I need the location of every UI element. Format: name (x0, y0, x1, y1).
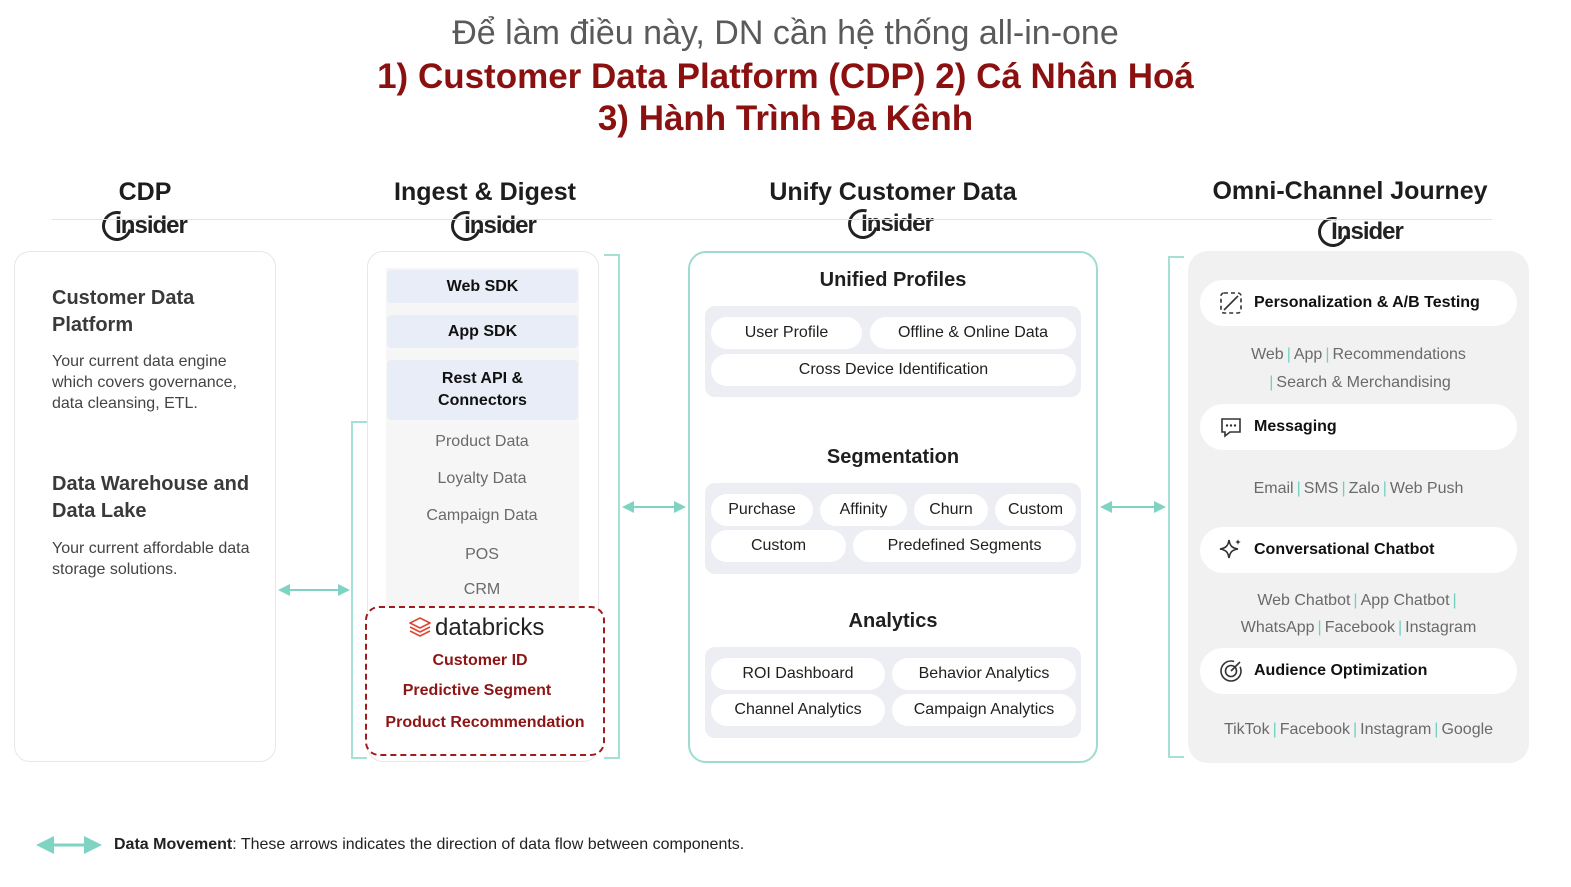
chat-icon (1218, 414, 1244, 440)
ingest-item: POS (465, 546, 499, 563)
chatbot-channels: Web Chatbot|App Chatbot| (1257, 592, 1457, 609)
profile-pill: Cross Device Identification (711, 354, 1076, 386)
legend-text: Data Movement: These arrows indicates th… (114, 836, 745, 853)
column-header-ingest: Ingest & Digest (394, 178, 576, 206)
profile-pill: Offline & Online Data (870, 317, 1076, 349)
chatbot-channels-2: WhatsApp|Facebook|Instagram (1240, 619, 1477, 636)
analytics-pill: Campaign Analytics (892, 694, 1076, 726)
insider-logo: Insider (445, 205, 541, 247)
databricks-item: Product Recommendation (385, 714, 585, 731)
omni-bracket (1168, 256, 1184, 758)
personalization-channels: Web|App|Recommendations (1251, 346, 1466, 363)
title-line-3: 3) Hành Trình Đa Kênh (597, 99, 974, 138)
rest-api-block: Rest API & Connectors (387, 360, 578, 420)
analytics-pill: ROI Dashboard (711, 658, 885, 690)
segment-pill: Custom (711, 530, 846, 562)
segment-pill: Affinity (820, 494, 907, 526)
segment-pill: Purchase (711, 494, 813, 526)
insider-logo: Insider (842, 203, 938, 245)
cdp-description: Your current data engine which covers go… (52, 353, 237, 412)
segmentation-title: Segmentation (826, 446, 960, 468)
warehouse-description: Your current affordable data storage sol… (52, 540, 250, 578)
unified-profiles-title: Unified Profiles (819, 269, 967, 291)
ingest-item: Campaign Data (426, 507, 538, 524)
segment-pill: Churn (914, 494, 988, 526)
databricks-icon (409, 617, 431, 637)
column-header-omni: Omni-Channel Journey (1212, 177, 1488, 205)
target-icon (1218, 658, 1244, 684)
ingest-item: Loyalty Data (437, 470, 527, 487)
title-line-1: Để làm điều này, DN cần hệ thống all-in-… (452, 14, 1119, 52)
chatbot-pill: Conversational Chatbot (1200, 527, 1517, 573)
data-flow-arrow (278, 584, 350, 596)
legend-arrow-icon (36, 836, 102, 854)
segment-pill: Custom (995, 494, 1076, 526)
title-line-2: 1) Customer Data Platform (CDP) 2) Cá Nh… (377, 57, 1194, 96)
messaging-channels: Email|SMS|Zalo|Web Push (1253, 480, 1464, 497)
data-flow-arrow (1100, 501, 1166, 513)
ingest-item: Product Data (435, 433, 529, 450)
databricks-item: Customer ID (432, 652, 528, 669)
personalization-icon (1218, 290, 1244, 316)
header-divider (52, 219, 1492, 220)
personalization-pill: Personalization & A/B Testing (1200, 280, 1517, 326)
analytics-title: Analytics (848, 610, 938, 632)
databricks-logo: databricks (409, 614, 544, 642)
cdp-heading: Customer Data Platform (52, 287, 195, 336)
web-sdk-block: Web SDK (387, 270, 578, 303)
data-flow-arrow (622, 501, 686, 513)
column-header-cdp: CDP (118, 178, 172, 206)
column-header-unify: Unify Customer Data (769, 178, 1017, 206)
profile-pill: User Profile (711, 317, 862, 349)
warehouse-heading: Data Warehouse and Data Lake (52, 473, 250, 522)
messaging-pill: Messaging (1200, 404, 1517, 450)
ingest-bracket-right (604, 254, 620, 759)
audience-channels: TikTok|Facebook|Instagram|Google (1223, 721, 1494, 738)
audience-pill: Audience Optimization (1200, 648, 1517, 694)
databricks-item: Predictive Segment (402, 682, 552, 699)
analytics-pill: Behavior Analytics (892, 658, 1076, 690)
segment-pill: Predefined Segments (853, 530, 1076, 562)
app-sdk-block: App SDK (387, 315, 578, 348)
analytics-pill: Channel Analytics (711, 694, 885, 726)
insider-logo: Insider (96, 205, 192, 247)
insider-logo: Insider (1312, 211, 1408, 253)
sparkle-icon (1218, 537, 1244, 563)
ingest-item: CRM (463, 581, 501, 598)
ingest-bracket-left (351, 421, 367, 759)
cdp-panel (14, 251, 276, 762)
personalization-channels-2: |Search & Merchandising (1269, 374, 1451, 391)
databricks-box (365, 606, 605, 756)
